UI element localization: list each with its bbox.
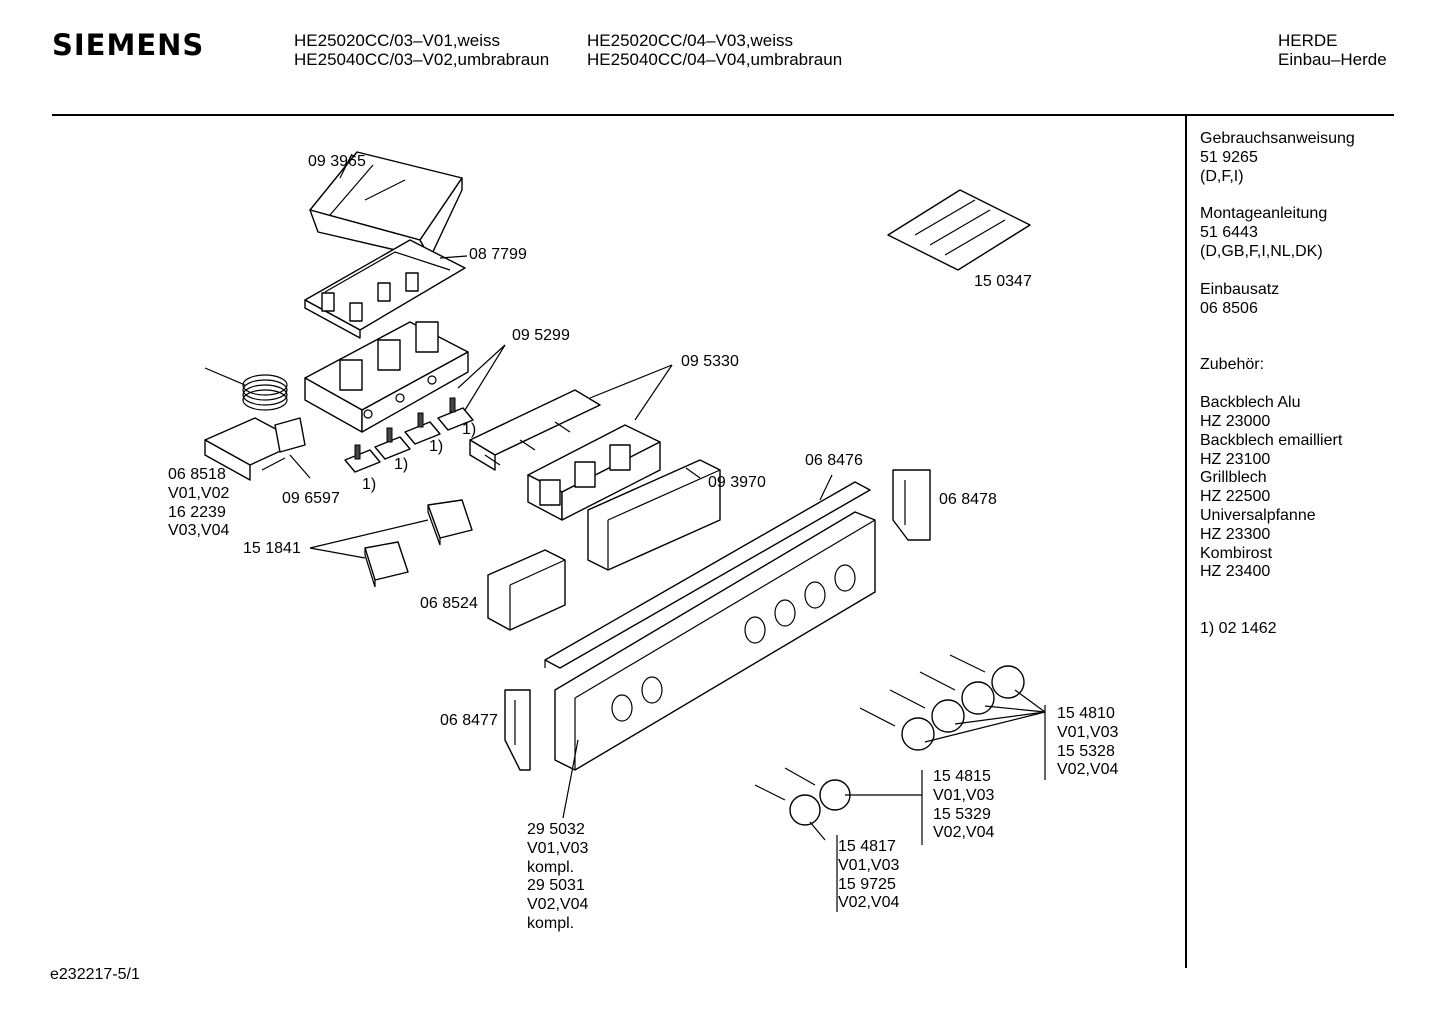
micro-switches-icon <box>344 397 474 473</box>
indicator-lamp-icon <box>364 499 473 588</box>
part-087799-label: 08 7799 <box>469 246 527 263</box>
trim-strip-icon <box>544 481 871 669</box>
part-variant: V02,V04 <box>527 896 589 914</box>
part-151841-label: 15 1841 <box>243 540 301 557</box>
footnote-marker: 1) <box>394 456 409 473</box>
part-068478-label: 06 8478 <box>939 491 997 508</box>
part-number: 29 5032 <box>527 821 585 838</box>
part-068476-label: 06 8476 <box>805 452 863 469</box>
part-number: 15 5328 <box>1057 742 1115 760</box>
part-variant: V02,V04 <box>838 894 900 912</box>
accessory-name: Grillblech <box>1200 469 1267 487</box>
part-093970-label: 09 3970 <box>708 474 766 491</box>
part-093965-label: 09 3965 <box>308 153 366 170</box>
exploded-view-drawing <box>204 151 1046 912</box>
part-number: 15 9725 <box>838 875 896 893</box>
part-variant: V01,V03 <box>1057 723 1119 741</box>
switch-block-icon <box>304 321 469 433</box>
accessory-number: HZ 23100 <box>1200 450 1271 468</box>
part-295032-label: 29 5032 V01,V03 kompl. 29 5031 V02,V04 k… <box>527 821 588 934</box>
footnote-part: 1) 02 1462 <box>1200 620 1277 638</box>
part-variant: V01,V02 <box>168 484 230 502</box>
part-number: 15 4815 <box>933 768 991 785</box>
part-note: kompl. <box>527 858 575 876</box>
accessory-number: HZ 23400 <box>1200 563 1271 581</box>
side-clip-icon <box>504 689 531 771</box>
bracket-icon <box>587 459 721 571</box>
part-number: 06 8518 <box>168 466 226 483</box>
support-bracket-icon <box>487 549 566 631</box>
accessory-name: Backblech Alu <box>1200 394 1301 412</box>
part-variant: V03,V04 <box>168 522 230 540</box>
mounting-number: 51 6443 <box>1200 224 1258 242</box>
part-068518-label: 06 8518 V01,V02 16 2239 V03,V04 <box>168 466 229 541</box>
accessory-name: Universalpfanne <box>1200 506 1316 524</box>
product-category: HERDE Einbau–Herde <box>1278 31 1387 69</box>
kit-title: Einbausatz <box>1200 280 1280 298</box>
footnote-marker: 1) <box>362 476 377 493</box>
knob-icon <box>859 654 1025 751</box>
footnote-marker: 1) <box>462 421 477 438</box>
part-095299-label: 09 5299 <box>512 327 570 344</box>
model-list-left: HE25020CC/03–V01,weiss HE25040CC/03–V02,… <box>294 31 549 69</box>
part-number: 15 4810 <box>1057 705 1115 722</box>
model-line: HE25040CC/03–V02,umbrabraun <box>294 50 550 69</box>
mounting-plate-icon <box>469 389 601 471</box>
mounting-title: Montageanleitung <box>1200 205 1328 223</box>
part-095330-label: 09 5330 <box>681 353 739 370</box>
part-number: 15 5329 <box>933 805 991 823</box>
accessory-number: HZ 23300 <box>1200 525 1271 543</box>
accessory-number: HZ 22500 <box>1200 488 1271 506</box>
manual-title: Gebrauchsanweisung <box>1200 130 1355 147</box>
document-id: e232217-5/1 <box>50 966 140 983</box>
part-variant: V02,V04 <box>1057 761 1119 779</box>
part-154817-label: 15 4817 V01,V03 15 9725 V02,V04 <box>838 838 899 913</box>
part-variant: V02,V04 <box>933 824 995 842</box>
part-number: 16 2239 <box>168 503 226 521</box>
thermostat-icon <box>204 367 306 481</box>
model-line: HE25020CC/04–V03,weiss <box>587 31 794 50</box>
control-panel-icon <box>554 511 876 771</box>
category-line: HERDE <box>1278 31 1338 50</box>
part-note: kompl. <box>527 914 575 932</box>
part-number: 15 4817 <box>838 838 896 855</box>
model-list-right: HE25020CC/04–V03,weiss HE25040CC/04–V04,… <box>587 31 842 69</box>
sidebar-info: Gebrauchsanweisung 51 9265 (D,F,I) Monta… <box>1200 130 1355 639</box>
accessory-number: HZ 23000 <box>1200 412 1271 430</box>
part-154815-label: 15 4815 V01,V03 15 5329 V02,V04 <box>933 768 994 843</box>
knob-icon <box>754 767 851 826</box>
part-068477-label: 06 8477 <box>440 712 498 729</box>
model-line: HE25020CC/03–V01,weiss <box>294 31 501 50</box>
header-divider <box>52 114 1394 116</box>
part-variant: V01,V03 <box>838 856 900 874</box>
kit-number: 06 8506 <box>1200 299 1258 317</box>
part-150347-label: 15 0347 <box>974 273 1032 290</box>
side-clip-icon <box>892 469 931 541</box>
switch-frame-icon <box>304 239 466 339</box>
manual-languages: (D,F,I) <box>1200 167 1244 185</box>
part-068524-label: 06 8524 <box>420 595 478 612</box>
footnote-marker: 1) <box>429 438 444 455</box>
part-154810-label: 15 4810 V01,V03 15 5328 V02,V04 <box>1057 705 1118 780</box>
category-line: Einbau–Herde <box>1278 50 1387 69</box>
accessories-title: Zubehör: <box>1200 356 1265 374</box>
model-line: HE25040CC/04–V04,umbrabraun <box>587 50 843 69</box>
part-number: 29 5031 <box>527 877 585 895</box>
manual-number: 51 9265 <box>1200 148 1258 166</box>
brand-logo: SIEMENS <box>52 28 205 62</box>
part-variant: V01,V03 <box>933 786 995 804</box>
part-096597-label: 09 6597 <box>282 490 340 507</box>
accessory-name: Backblech emailliert <box>1200 431 1343 449</box>
mounting-languages: (D,GB,F,I,NL,DK) <box>1200 242 1323 260</box>
sidebar-divider <box>1185 116 1187 968</box>
part-variant: V01,V03 <box>527 839 589 857</box>
accessory-name: Kombirost <box>1200 544 1273 562</box>
screw-bag-icon <box>887 189 1031 271</box>
lamp-housing-icon <box>527 424 661 521</box>
